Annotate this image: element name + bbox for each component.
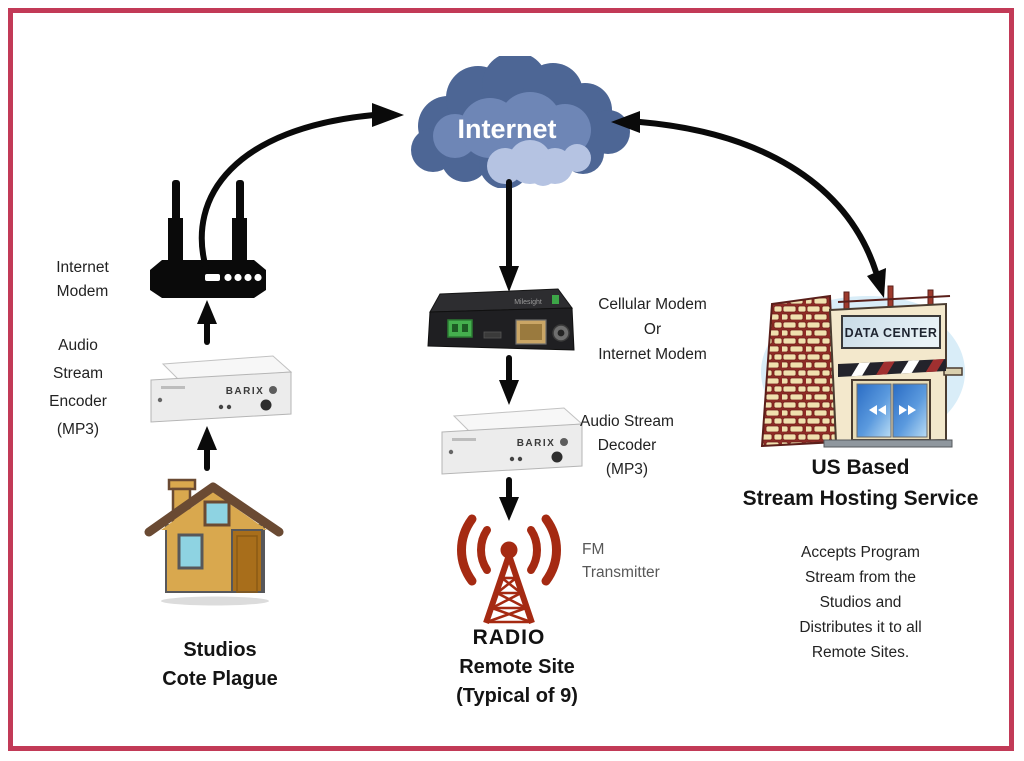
cellular-modem-label: Cellular Modem Or Internet Modem <box>598 296 707 363</box>
radio-tower-label: RADIO <box>473 626 546 649</box>
audio-stream-decoder-icon: BARIX <box>441 407 584 475</box>
internet-cloud-icon: Internet <box>411 56 630 188</box>
studio-house-icon <box>144 478 284 606</box>
audio-stream-encoder-icon: BARIX <box>150 355 293 423</box>
decoder-brand-label: BARIX <box>517 438 556 449</box>
audio-stream-decoder-label: Audio Stream Decoder (MP3) <box>580 413 674 478</box>
data-center-building-icon: DATA CENTER <box>760 285 965 448</box>
hosting-service-description: Accepts Program Stream from the Studios … <box>799 544 922 661</box>
fm-transmitter-label: FM Transmitter <box>582 541 660 581</box>
router-indicator-bar <box>205 274 220 281</box>
hosting-service-heading: US Based Stream Hosting Service <box>742 456 979 510</box>
studios-caption: Studios Cote Plague <box>162 639 278 690</box>
internet-modem-icon <box>150 180 266 298</box>
door-arrow-icons <box>869 405 916 415</box>
building-awning <box>838 359 946 377</box>
cellular-modem-icon: Milesight <box>427 288 575 351</box>
diagram-border <box>8 8 1014 751</box>
audio-stream-encoder-label: Audio Stream Encoder (MP3) <box>49 337 107 438</box>
encoder-brand-label: BARIX <box>226 386 265 397</box>
building-brick-tower <box>760 294 838 448</box>
modem-brand-label: Milesight <box>514 299 542 306</box>
router-indicator-dots <box>224 273 262 282</box>
house-lower-window <box>177 533 204 570</box>
internet-modem-label: Internet Modem <box>56 259 109 300</box>
data-center-sign-label: DATA CENTER <box>845 326 938 340</box>
data-center-sign <box>841 315 941 349</box>
fm-transmitter-icon: RADIO <box>457 514 561 649</box>
internet-cloud-label: Internet <box>457 114 556 144</box>
modem-terminal-block <box>447 319 473 338</box>
remote-site-caption: Remote Site (Typical of 9) <box>456 656 578 707</box>
house-upper-window <box>203 500 231 527</box>
